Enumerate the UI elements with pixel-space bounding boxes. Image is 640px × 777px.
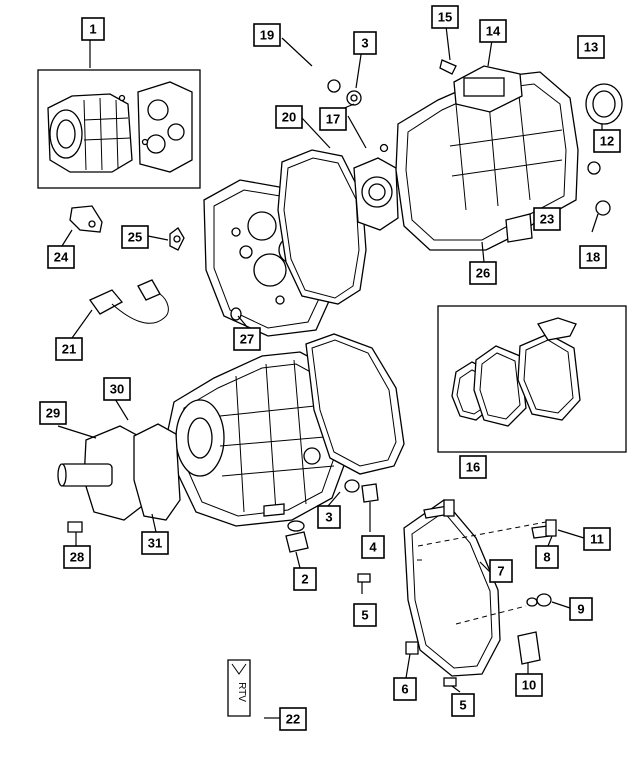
callout-16-label: 16 <box>466 460 480 475</box>
callout-21-label: 21 <box>62 342 76 357</box>
callout-12: 12 <box>593 129 621 153</box>
gasket-set-illustration <box>451 317 581 427</box>
callout-3-top-label: 3 <box>361 36 368 51</box>
callout-7-label: 7 <box>497 564 504 579</box>
callout-1: 1 <box>81 17 105 41</box>
bracket-illustration <box>69 205 103 233</box>
callout-11-label: 11 <box>590 532 604 547</box>
callout-26: 26 <box>469 261 497 285</box>
callout-3-bottom-label: 3 <box>325 510 332 525</box>
callout-4: 4 <box>361 535 385 559</box>
callout-14-label: 14 <box>486 24 501 39</box>
callout-13: 13 <box>577 35 605 59</box>
callout-26-label: 26 <box>476 266 490 281</box>
callout-15: 15 <box>431 5 459 29</box>
callout-3-bottom: 3 <box>317 505 341 529</box>
callout-9: 9 <box>569 597 593 621</box>
callout-28: 28 <box>63 545 91 569</box>
extension-housing-illustration <box>395 65 579 251</box>
callout-31: 31 <box>141 531 169 555</box>
callout-6-label: 6 <box>401 682 408 697</box>
gasket-set-inset-frame <box>437 305 627 453</box>
cover-fastener-illustrations <box>357 499 557 687</box>
vent-fitting-illustration <box>169 227 185 251</box>
callout-24-label: 24 <box>54 250 69 265</box>
callout-14: 14 <box>479 19 507 43</box>
callout-15-label: 15 <box>438 10 452 25</box>
callout-13-label: 13 <box>584 40 598 55</box>
callout-22: 22 <box>279 707 307 731</box>
callout-6: 6 <box>393 677 417 701</box>
callout-4-label: 4 <box>369 540 377 555</box>
callout-29-label: 29 <box>46 406 60 421</box>
case-gasket-illustration <box>305 333 405 475</box>
callout-27-label: 27 <box>240 332 254 347</box>
rtv-tag-text: RTV <box>236 682 247 702</box>
callout-19-label: 19 <box>260 28 274 43</box>
callout-8: 8 <box>535 545 559 569</box>
callout-25: 25 <box>121 225 149 249</box>
case-cover-gasket-illustration <box>403 499 547 677</box>
callout-20: 20 <box>275 105 303 129</box>
callout-5-upper: 5 <box>353 603 377 627</box>
callout-20-label: 20 <box>282 110 296 125</box>
callout-9-label: 9 <box>577 602 584 617</box>
callout-8-label: 8 <box>543 550 550 565</box>
callout-2-label: 2 <box>301 572 308 587</box>
callout-29: 29 <box>39 401 67 425</box>
callout-17: 17 <box>319 107 347 131</box>
case-fastener-illustrations <box>67 479 379 553</box>
extension-seal-illustration <box>585 83 623 125</box>
callout-22-label: 22 <box>286 712 300 727</box>
callout-24: 24 <box>47 245 75 269</box>
callout-12-label: 12 <box>600 134 614 149</box>
callout-5-upper-label: 5 <box>361 608 368 623</box>
callout-18: 18 <box>579 245 607 269</box>
callout-3-top: 3 <box>353 31 377 55</box>
callout-10-label: 10 <box>522 678 536 693</box>
callout-2: 2 <box>293 567 317 591</box>
case-assembly-illustration <box>47 81 193 173</box>
case-assembly-inset-frame <box>37 69 201 189</box>
callout-23: 23 <box>533 207 561 231</box>
main-transmission-case-illustration <box>167 351 347 527</box>
callout-16: 16 <box>459 455 487 479</box>
callout-11: 11 <box>583 527 611 551</box>
seal-plate-illustration <box>353 157 399 231</box>
adapter-gasket-illustration <box>277 149 367 305</box>
callout-5-lower: 5 <box>451 693 475 717</box>
callout-10: 10 <box>515 673 543 697</box>
front-gasket-illustration <box>133 423 181 521</box>
speed-sensor-harness-illustration <box>89 279 169 324</box>
rtv-sealant-tag: RTV <box>227 659 251 717</box>
callout-1-label: 1 <box>89 22 96 37</box>
callout-30-label: 30 <box>110 382 124 397</box>
callout-25-label: 25 <box>128 230 142 245</box>
callout-31-label: 31 <box>148 536 162 551</box>
callout-19: 19 <box>253 23 281 47</box>
callout-17-label: 17 <box>326 112 340 127</box>
callout-27: 27 <box>233 327 261 351</box>
callout-30: 30 <box>103 377 131 401</box>
callout-18-label: 18 <box>586 250 600 265</box>
callout-23-label: 23 <box>540 212 554 227</box>
callout-28-label: 28 <box>70 550 84 565</box>
callout-7: 7 <box>489 559 513 583</box>
callout-5-lower-label: 5 <box>459 698 466 713</box>
callout-21: 21 <box>55 337 83 361</box>
